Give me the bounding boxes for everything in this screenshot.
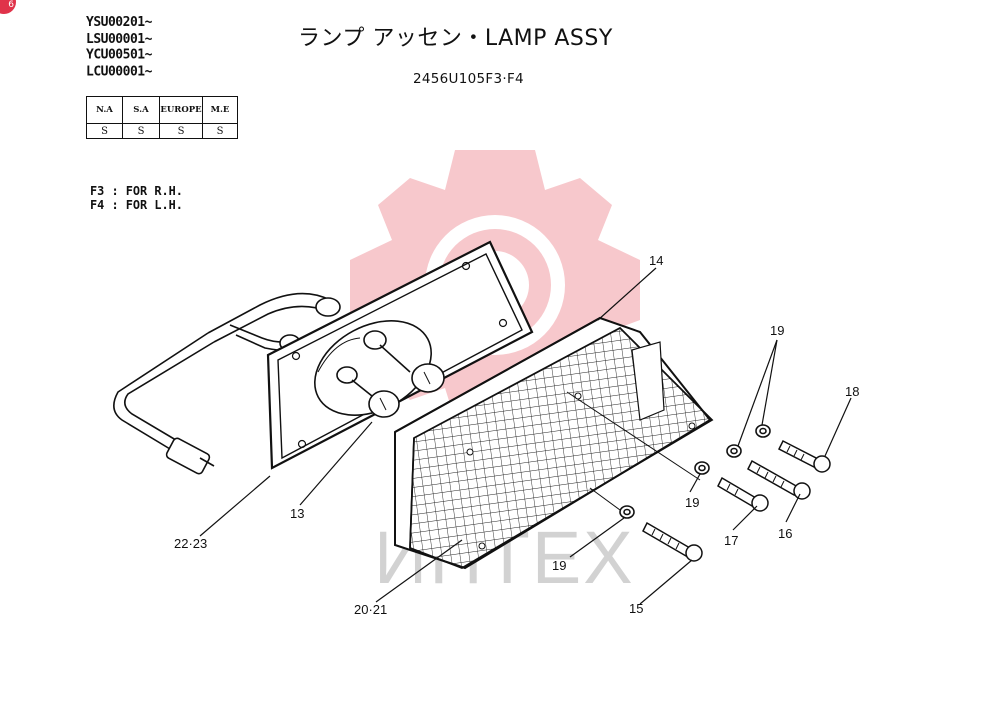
market-header-sa: S.A	[122, 96, 160, 124]
callout-14: 14	[649, 253, 663, 268]
callout-20-21: 20·21	[354, 602, 387, 617]
serial-number: LCU00001~	[86, 63, 152, 80]
market-value-me: S	[202, 123, 238, 139]
assembly-part-number: 2456U105F3·F4	[413, 71, 524, 87]
callout-19: 19	[770, 323, 784, 338]
callout-15: 15	[629, 601, 643, 616]
callout-13: 13	[290, 506, 304, 521]
screw-drawing	[642, 439, 831, 562]
page-title: ランプ アッセン・LAMP ASSY	[298, 26, 613, 51]
callout-22-23: 22·23	[174, 536, 207, 551]
leader-lines	[199, 267, 852, 605]
callout-labels: 14 19 18 19 16 17 19 15 13 22·23 20·21	[174, 253, 859, 617]
market-availability-table: N.A S.A EUROPE M.E S S S S	[86, 96, 238, 139]
market-value-sa: S	[122, 123, 160, 139]
serial-number: YCU00501~	[86, 47, 152, 63]
side-notes: F3 : FOR R.H. F4 : FOR L.H.	[90, 184, 183, 212]
serial-number-list: YSU00201~ LSU00001~ YCU00501~ LCU00001~	[86, 14, 152, 79]
bulb-drawing	[336, 330, 445, 418]
market-header-europe: EUROPE	[159, 96, 203, 124]
serial-number: LSU00001~	[86, 30, 152, 47]
washer-drawing	[619, 424, 771, 519]
callout-19: 19	[552, 558, 566, 573]
callout-18: 18	[845, 384, 859, 399]
note-f3: F3 : FOR R.H.	[90, 183, 183, 198]
note-f4: F4 : FOR L.H.	[90, 197, 183, 212]
callout-16: 16	[778, 526, 792, 541]
callout-19: 19	[685, 495, 699, 510]
market-header-me: M.E	[202, 96, 238, 124]
callout-17: 17	[724, 533, 738, 548]
lamp-housing-drawing	[266, 240, 534, 470]
page-corner-badge: 6	[0, 0, 16, 14]
serial-number: YSU00201~	[86, 14, 152, 31]
